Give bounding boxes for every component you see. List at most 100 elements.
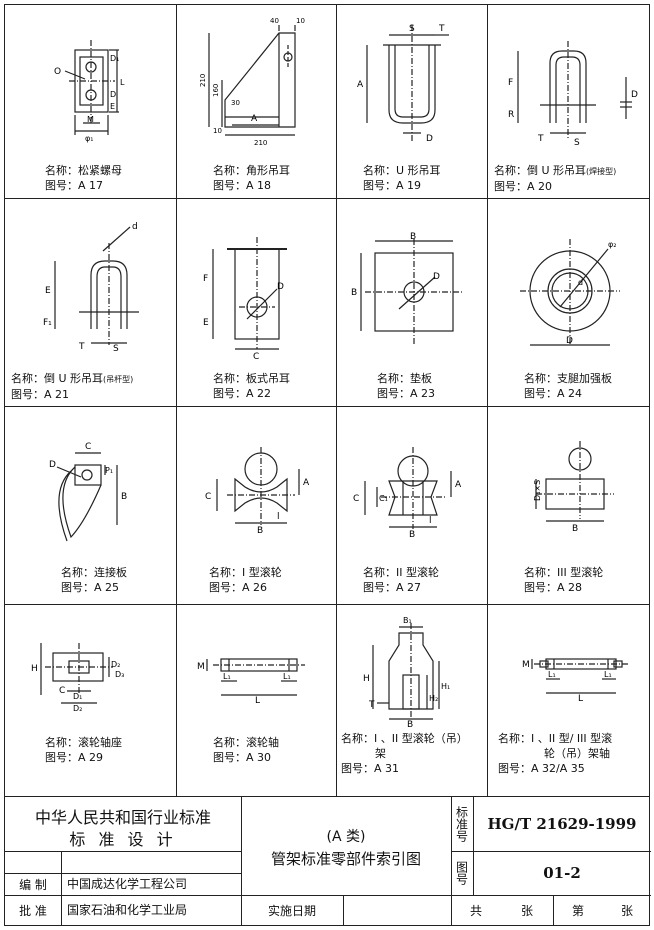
svg-text:R: R <box>508 110 514 120</box>
svg-text:C₁: C₁ <box>379 494 388 503</box>
svg-text:C: C <box>85 442 91 452</box>
svg-text:φ₁: φ₁ <box>85 134 93 143</box>
figure-number: 01-2 <box>543 864 581 882</box>
tb-divider <box>451 797 452 895</box>
svg-text:T: T <box>537 134 544 144</box>
part-caption: 名称：倒 U 形吊耳(焊接型) 图号：A 20 <box>494 164 617 193</box>
svg-text:L₁: L₁ <box>223 672 231 681</box>
standard-number: HG/T 21629-1999 <box>487 815 637 833</box>
svg-text:E: E <box>203 318 209 328</box>
svg-text:F₁: F₁ <box>43 318 52 328</box>
svg-text:D₂: D₂ <box>73 704 82 713</box>
part-cell-a22: F E D C 名称：板式吊耳 图号：A 22 <box>177 199 336 406</box>
tb-divider <box>241 895 242 926</box>
roller-frame-shaft-drawing: M L₁ L₁ L <box>522 658 628 704</box>
svg-text:30: 30 <box>231 99 240 107</box>
svg-text:M: M <box>522 660 530 670</box>
svg-text:D: D <box>566 336 573 346</box>
tb-divider <box>61 851 62 926</box>
part-caption: 名称：垫板 图号：A 23 <box>377 372 436 400</box>
svg-text:O: O <box>54 67 61 77</box>
part-cell-a30: M L₁ L₁ L 名称：滚轮轴 图号：A 30 <box>177 605 336 798</box>
svg-text:D₁: D₁ <box>73 692 82 701</box>
svg-text:C: C <box>353 494 359 504</box>
svg-text:B₁: B₁ <box>403 616 412 625</box>
tb-divider <box>473 797 474 895</box>
svg-text:10: 10 <box>213 127 222 135</box>
inverted-u-lug-rod-drawing: d E F₁ T S <box>43 222 139 354</box>
svg-text:T: T <box>78 342 85 352</box>
sheet-number-unit: 张 <box>620 904 633 918</box>
part-caption: 名称：角形吊耳 图号：A 18 <box>213 164 290 192</box>
part-caption: 名称：松紧螺母 图号：A 17 <box>45 164 122 192</box>
doc-title-category: (A 类) <box>326 829 366 845</box>
part-caption: 名称：倒 U 形吊耳(吊杆型) 图号：A 21 <box>11 372 134 401</box>
svg-text:H: H <box>31 664 38 674</box>
roller-shaft-seat-drawing: H C D₂ D₃ D₁ D₂ <box>31 643 124 713</box>
part-caption: 名称：连接板 图号：A 25 <box>61 566 127 594</box>
svg-text:M: M <box>197 662 205 672</box>
svg-text:C: C <box>253 352 259 362</box>
backing-plate-drawing: B B D <box>351 232 463 344</box>
svg-text:40: 40 <box>270 17 279 25</box>
part-cell-a21: d E F₁ T S 名称：倒 U 形吊耳(吊杆型) 图号：A 21 <box>5 199 176 406</box>
figure-number-label: 图号 <box>454 861 469 885</box>
svg-text:T: T <box>368 700 375 710</box>
svg-text:H: H <box>363 674 370 684</box>
part-caption: 名称：III 型滚轮 图号：A 28 <box>524 566 604 594</box>
svg-text:210: 210 <box>199 74 207 87</box>
svg-text:D₁: D₁ <box>110 54 119 63</box>
svg-text:L₁: L₁ <box>604 670 612 679</box>
approved-by: 国家石油和化学工业局 <box>67 903 188 917</box>
turnbuckle-nut-drawing: O D₁ L D E M φ₁ <box>54 40 125 143</box>
leg-reinforcement-plate-drawing: φ₂ d D <box>520 239 620 346</box>
svg-text:D: D <box>277 282 284 292</box>
svg-text:S: S <box>574 138 580 148</box>
part-cell-a20: F R D T S 名称：倒 U 形吊耳(焊接型) 图号：A 20 <box>488 5 651 198</box>
svg-text:φ₂: φ₂ <box>608 240 616 249</box>
part-cell-a19: S T A D 名称：U 形吊耳 图号：A 19 <box>337 5 487 198</box>
part-caption: 名称：U 形吊耳 图号：A 19 <box>363 164 441 192</box>
part-cell-a26: C A B l 名称：I 型滚轮 图号：A 26 <box>177 407 336 604</box>
svg-text:P₁: P₁ <box>105 466 113 475</box>
implementation-date-label: 实施日期 <box>267 904 316 918</box>
svg-text:F: F <box>203 274 208 284</box>
svg-text:D₃: D₃ <box>115 670 124 679</box>
part-cell-a18: 40 10 210 160 30 10 A 210 名称：角形吊耳 图号：A 1… <box>177 5 336 198</box>
tb-divider <box>5 851 241 852</box>
svg-text:d: d <box>578 278 583 287</box>
type-i-roller-drawing: C A B l <box>205 447 310 536</box>
part-cell-a24: φ₂ d D 名称：支腿加强板 图号：A 24 <box>488 199 651 406</box>
svg-text:A: A <box>251 114 258 124</box>
svg-text:160: 160 <box>212 84 220 97</box>
svg-text:L: L <box>120 78 125 87</box>
part-caption: 名称：I 型滚轮 图号：A 26 <box>209 566 282 594</box>
part-cell-a25: C D P₁ B 名称：连接板 图号：A 25 <box>5 407 176 604</box>
svg-text:A: A <box>303 478 310 488</box>
grid-divider <box>5 198 649 199</box>
part-caption: 名称：滚轮轴座 图号：A 29 <box>45 736 122 764</box>
type-iii-roller-drawing: D₄×S B <box>533 441 614 534</box>
type-ii-roller-drawing: C C₁ A B l <box>353 447 462 540</box>
compiled-label: 编 制 <box>19 877 47 892</box>
title-block: 中华人民共和国行业标准 标 准 设 计 (A 类) 管架标准零部件索引图 标准号… <box>4 797 651 926</box>
tb-divider <box>5 895 651 896</box>
svg-text:B: B <box>121 492 127 502</box>
part-caption: 名称：支腿加强板 图号：A 24 <box>524 372 612 400</box>
svg-text:A: A <box>455 480 462 490</box>
angle-lug-drawing: 40 10 210 160 30 10 A 210 <box>199 17 305 147</box>
part-cell-a32: M L₁ L₁ L 名称：I 、II 型/ III 型滚 轮（吊）架轴 图号：A… <box>488 605 651 798</box>
grid-divider <box>176 5 177 796</box>
approved-label: 批 准 <box>19 904 47 918</box>
tb-divider <box>241 797 242 895</box>
part-cell-a23: B B D 名称：垫板 图号：A 23 <box>337 199 487 406</box>
svg-text:B: B <box>410 232 416 242</box>
svg-text:H₁: H₁ <box>441 682 450 691</box>
grid-divider <box>5 604 649 605</box>
svg-text:D₂: D₂ <box>111 660 120 669</box>
tb-divider <box>451 895 452 926</box>
inverted-u-lug-welded-drawing: F R D T S <box>508 41 638 148</box>
total-sheets-label: 共 <box>469 904 482 918</box>
standard-number-label: 标准号 <box>454 806 469 842</box>
svg-text:10: 10 <box>296 17 305 25</box>
